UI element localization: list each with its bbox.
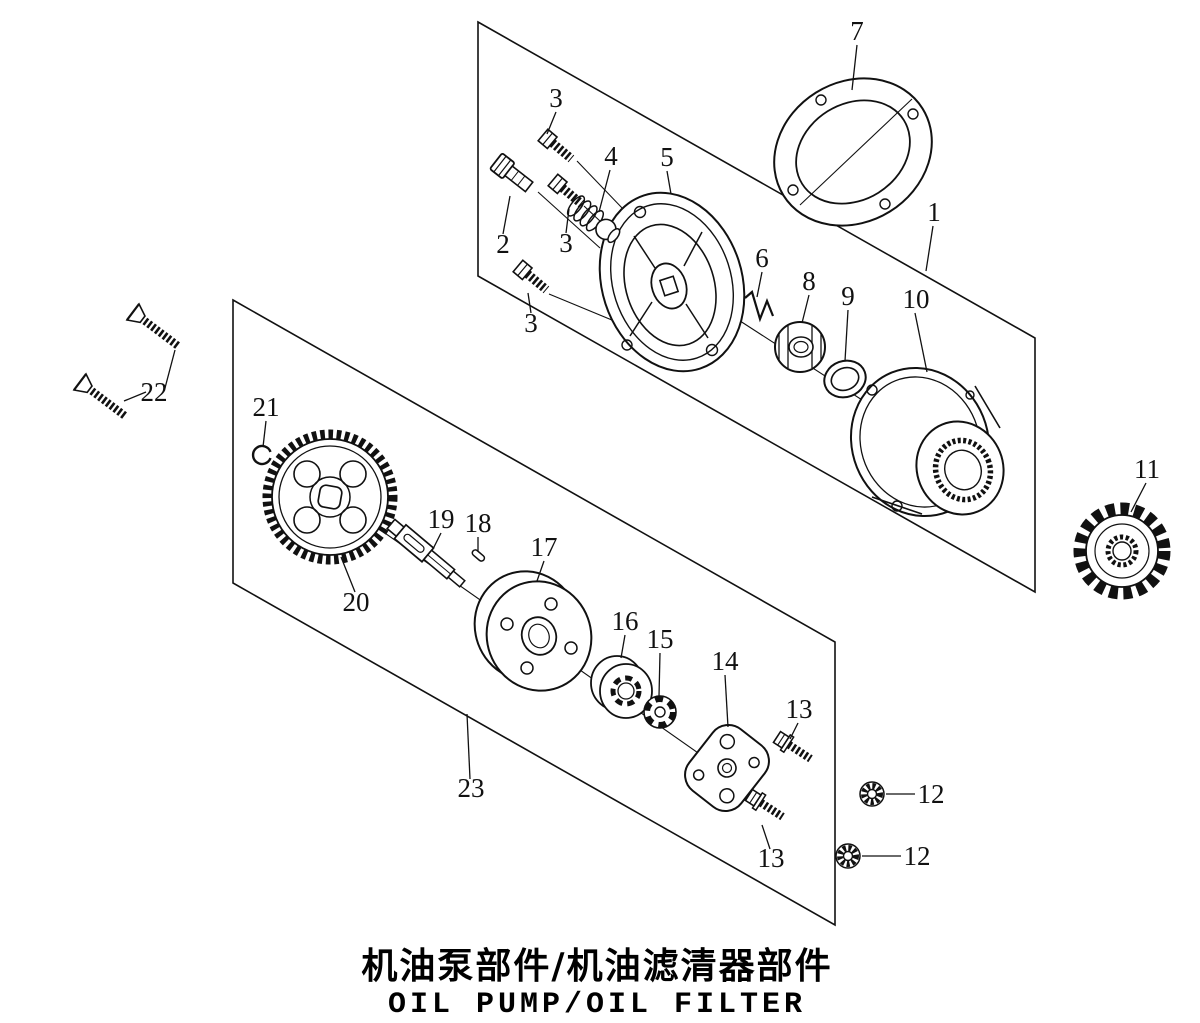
callout-10: 10 xyxy=(903,284,930,314)
part-22-screw-b xyxy=(74,374,132,425)
part-15-lobed-rotor xyxy=(643,695,677,729)
callout-18: 18 xyxy=(465,508,492,538)
part-4-relief-valve-spring xyxy=(566,195,621,244)
part-3-bolt-b xyxy=(548,174,586,209)
callout-12a: 12 xyxy=(918,779,945,809)
callout-15: 15 xyxy=(647,624,674,654)
part-9-o-ring xyxy=(823,359,867,399)
part-8-nut xyxy=(774,321,826,373)
part-14-pump-cover-plate xyxy=(684,724,770,812)
part-18-pin xyxy=(471,549,486,562)
callout-20: 20 xyxy=(343,587,370,617)
callout-8: 8 xyxy=(802,266,816,296)
callout-6: 6 xyxy=(755,243,769,273)
callout-9: 9 xyxy=(841,281,855,311)
part-3-bolt-a xyxy=(538,129,576,164)
callout-16: 16 xyxy=(612,606,639,636)
upper-parts-box xyxy=(477,20,1036,594)
part-21-snap-ring xyxy=(251,444,272,466)
part-13-bolt-a xyxy=(772,729,815,766)
callout-5: 5 xyxy=(660,142,674,172)
diagram-title-english: OIL PUMP/OIL FILTER xyxy=(388,988,806,1022)
callout-12b: 12 xyxy=(904,841,931,871)
callout-23: 23 xyxy=(458,773,485,803)
diagram-title-chinese: 机油泵部件/机油滤清器部件 xyxy=(361,946,832,987)
part-5-oil-pump-body xyxy=(598,191,746,373)
callout-13b: 13 xyxy=(758,843,785,873)
callout-3c: 3 xyxy=(524,308,538,338)
part-10-pump-rotor-housing xyxy=(849,366,1005,518)
part-7-gasket xyxy=(773,77,933,227)
callout-7: 7 xyxy=(850,16,864,46)
callout-14: 14 xyxy=(712,646,740,676)
part-17-pump-flange xyxy=(473,570,593,692)
callout-21: 21 xyxy=(253,392,280,422)
callout-3a: 3 xyxy=(549,83,563,113)
callout-11: 11 xyxy=(1134,454,1160,484)
callout-3b: 3 xyxy=(559,228,573,258)
callout-4: 4 xyxy=(604,141,618,171)
lower-parts-box xyxy=(232,298,836,927)
part-2-bolt xyxy=(489,153,534,193)
callout-1: 1 xyxy=(927,197,941,227)
part-13-bolt-b xyxy=(744,787,787,824)
part-19-pump-shaft xyxy=(386,518,466,588)
callout-leader-lines xyxy=(123,44,1147,857)
part-11-drive-gear xyxy=(1073,502,1171,600)
part-22-screw-a xyxy=(127,304,185,355)
part-12-washer-b xyxy=(836,844,860,868)
callout-22: 22 xyxy=(141,377,168,407)
callout-13a: 13 xyxy=(786,694,813,724)
callout-17: 17 xyxy=(531,532,558,562)
callout-2: 2 xyxy=(496,229,510,259)
part-20-sprocket xyxy=(262,429,398,565)
callout-19: 19 xyxy=(428,504,455,534)
part-12-washer-a xyxy=(860,782,884,806)
part-6-clip xyxy=(744,290,775,323)
part-16-inner-rotor xyxy=(590,655,653,719)
part-3-bolt-c xyxy=(513,260,551,295)
